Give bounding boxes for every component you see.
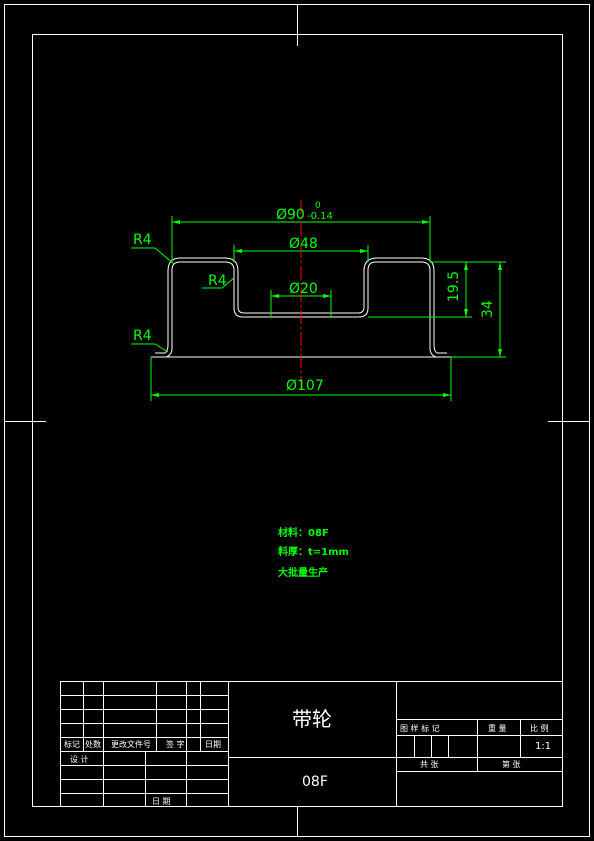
outer-diameter-label: Ø90 (276, 207, 305, 223)
dimension-arrows (151, 220, 502, 397)
radius-inner-label: R4 (208, 273, 227, 289)
technical-notes: 材料：08F 料厚：t=1mm 大批量生产 (278, 526, 349, 579)
depth-inner-label: 19.5 (446, 271, 462, 302)
rev-header-mark: 标记 (64, 739, 80, 749)
hole-diameter-label: Ø20 (289, 281, 318, 297)
outer-tol-upper: 0 (315, 201, 321, 211)
date-label: 日 期 (152, 797, 171, 806)
part-name: 带轮 (292, 707, 332, 731)
depth-total-label: 34 (480, 300, 496, 318)
stage-label: 图 样 标 记 (400, 723, 440, 733)
scale-label: 比 例 (530, 723, 549, 733)
scale-value: 1:1 (535, 741, 551, 752)
inner-diameter-label: Ø48 (289, 236, 318, 252)
drawing-frame (32, 34, 563, 807)
note-thickness: 料厚：t=1mm (278, 545, 349, 558)
outer-tol-lower: -0.14 (307, 211, 333, 222)
total-sheets-label: 共 张 (420, 760, 439, 769)
radius-bottom-label: R4 (133, 328, 152, 344)
dimension-texts: Ø90 0 -0.14 Ø48 Ø20 Ø107 19.5 34 R4 R4 R… (133, 201, 496, 394)
sheet-no-label: 第 张 (502, 759, 521, 769)
centering-marks (4, 4, 590, 837)
rev-header-doc: 更改文件号 (111, 739, 151, 749)
rev-header-sign: 签 字 (166, 739, 185, 749)
note-production: 大批量生产 (278, 566, 328, 579)
dimension-lines (131, 216, 506, 401)
note-material: 材料：08F (278, 526, 329, 539)
weight-label: 重 量 (488, 723, 507, 733)
rev-header-count: 处数 (85, 739, 101, 749)
design-label: 设 计 (70, 754, 89, 764)
flange-diameter-label: Ø107 (286, 378, 324, 394)
rev-header-date: 日期 (205, 740, 221, 749)
material-code: 08F (302, 774, 328, 790)
radius-top-label: R4 (133, 232, 152, 248)
title-block (60, 681, 563, 807)
title-block-text: 标记 处数 更改文件号 签 字 日期 设 计 日 期 带轮 08F 图 样 标 … (64, 707, 551, 806)
